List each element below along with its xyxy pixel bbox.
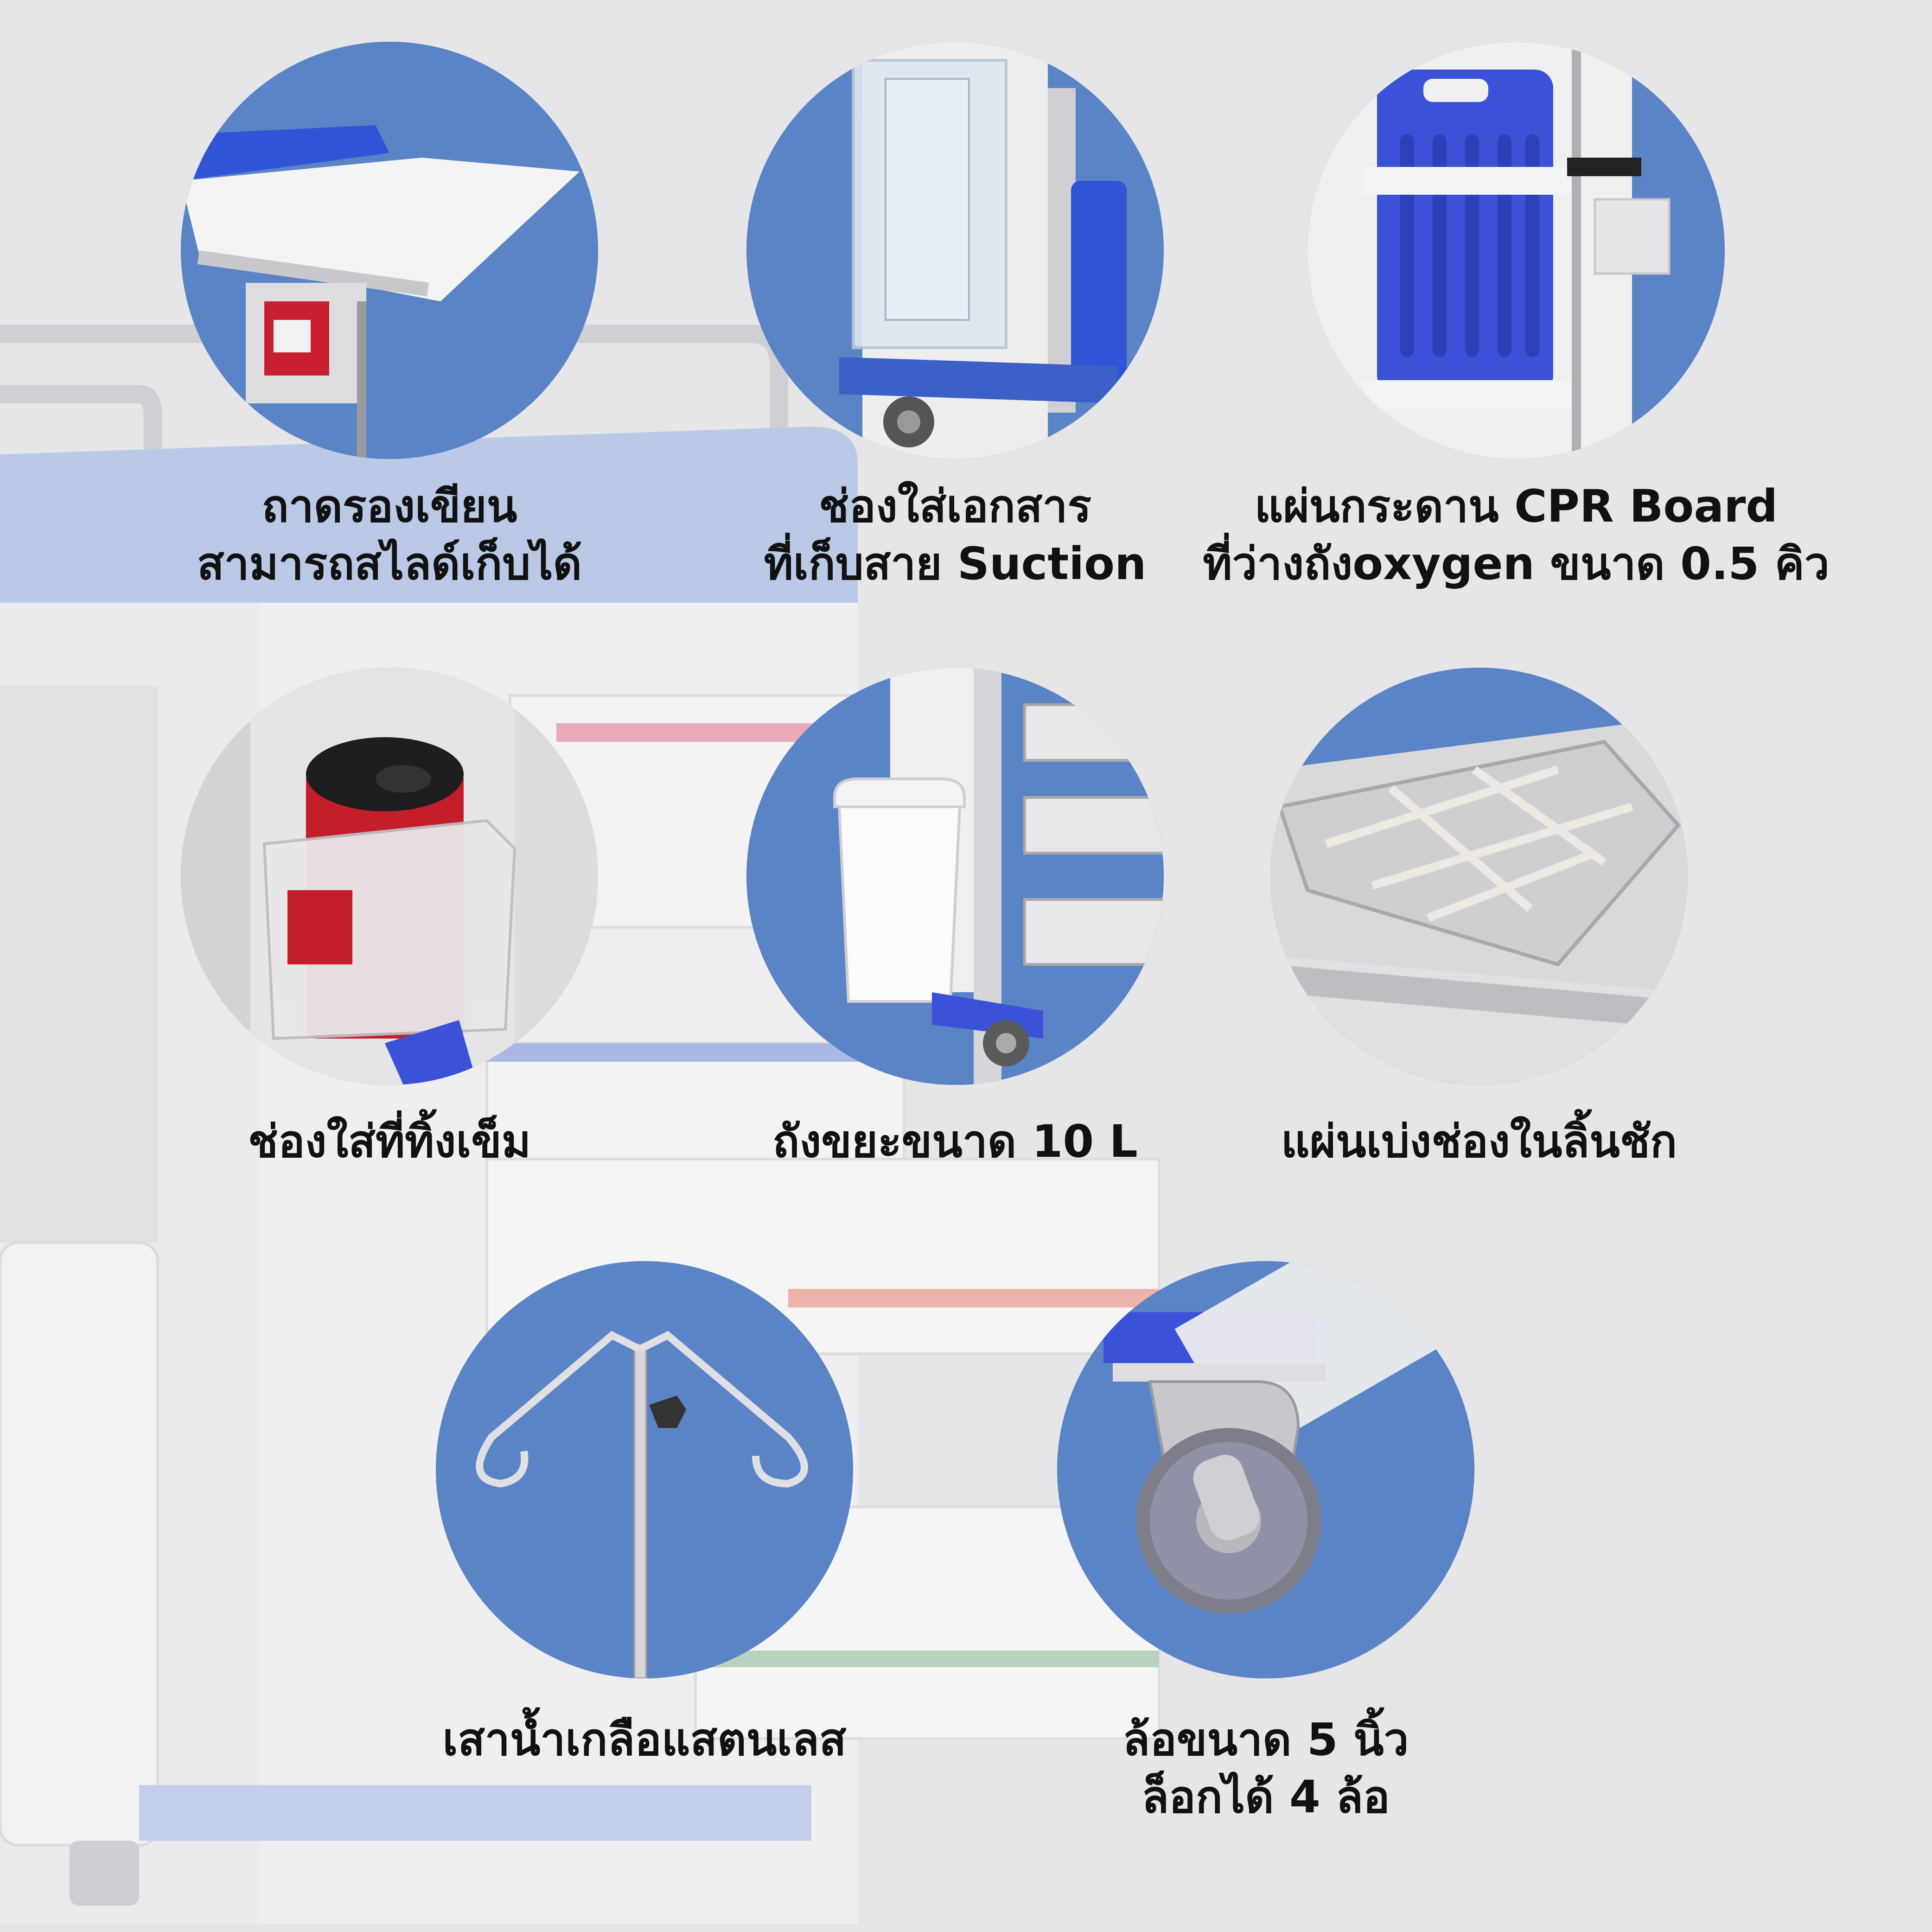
caster-wheel-photo (1057, 1261, 1474, 1678)
sharps-holder-photo (181, 668, 598, 1085)
caption-line: ล้อขนาด 5 นิ้ว (1122, 1714, 1409, 1766)
caption-line: ช่องใส่เอกสาร (819, 480, 1091, 532)
cpr-board-caption: แผ่นกระดาน CPR Board ที่ว่างถังoxygen ขน… (1192, 478, 1841, 593)
caption-line: ที่เก็บสาย Suction (764, 538, 1147, 590)
iv-pole-photo (436, 1261, 853, 1678)
iv-pole-caption: เสาน้ำเกลือแสตนเลส (389, 1711, 899, 1768)
waste-bin-icon (746, 668, 1164, 1085)
drawer-dividers-photo (1270, 668, 1688, 1085)
caption-line: ถังขยะขนาด 10 L (772, 1116, 1138, 1167)
caption-line: ล็อกได้ 4 ล้อ (1141, 1771, 1390, 1823)
waste-bin-photo (746, 668, 1164, 1085)
writing-tray-caption: ถาดรองเขียน สามารถสไลด์เก็บได้ (134, 478, 644, 593)
caster-wheel-caption: ล้อขนาด 5 นิ้ว ล็อกได้ 4 ล้อ (1011, 1711, 1521, 1826)
caption-line: แผ่นเบ่งช่องในลิ้นชัก (1281, 1116, 1677, 1167)
writing-tray-photo (181, 42, 598, 459)
sharps-holder-caption: ช่องใส่ที่ทิ้งเข็ม (134, 1113, 644, 1170)
caption-line: แผ่นกระดาน CPR Board (1254, 480, 1778, 532)
document-holder-photo (746, 42, 1164, 459)
document-holder-icon (746, 42, 1164, 459)
drawer-dividers-caption: แผ่นเบ่งช่องในลิ้นชัก (1224, 1113, 1734, 1170)
cpr-board-icon (1307, 42, 1725, 459)
cpr-board-photo (1307, 42, 1725, 459)
caption-line: ช่องใส่ที่ทิ้งเข็ม (248, 1116, 531, 1167)
caption-line: เสาน้ำเกลือแสตนเลส (442, 1714, 847, 1766)
caption-line: ถาดรองเขียน (261, 480, 517, 532)
caster-wheel-icon (1057, 1261, 1474, 1678)
document-holder-caption: ช่องใส่เอกสาร ที่เก็บสาย Suction (700, 478, 1210, 593)
sharps-container-icon (181, 668, 598, 1085)
caption-line: สามารถสไลด์เก็บได้ (197, 538, 582, 590)
iv-pole-icon (436, 1261, 853, 1678)
slide-out-tray-icon (181, 42, 598, 459)
caption-line: ที่ว่างถังoxygen ขนาด 0.5 คิว (1203, 538, 1830, 590)
drawer-dividers-icon (1270, 668, 1688, 1085)
waste-bin-caption: ถังขยะขนาด 10 L (700, 1113, 1210, 1170)
